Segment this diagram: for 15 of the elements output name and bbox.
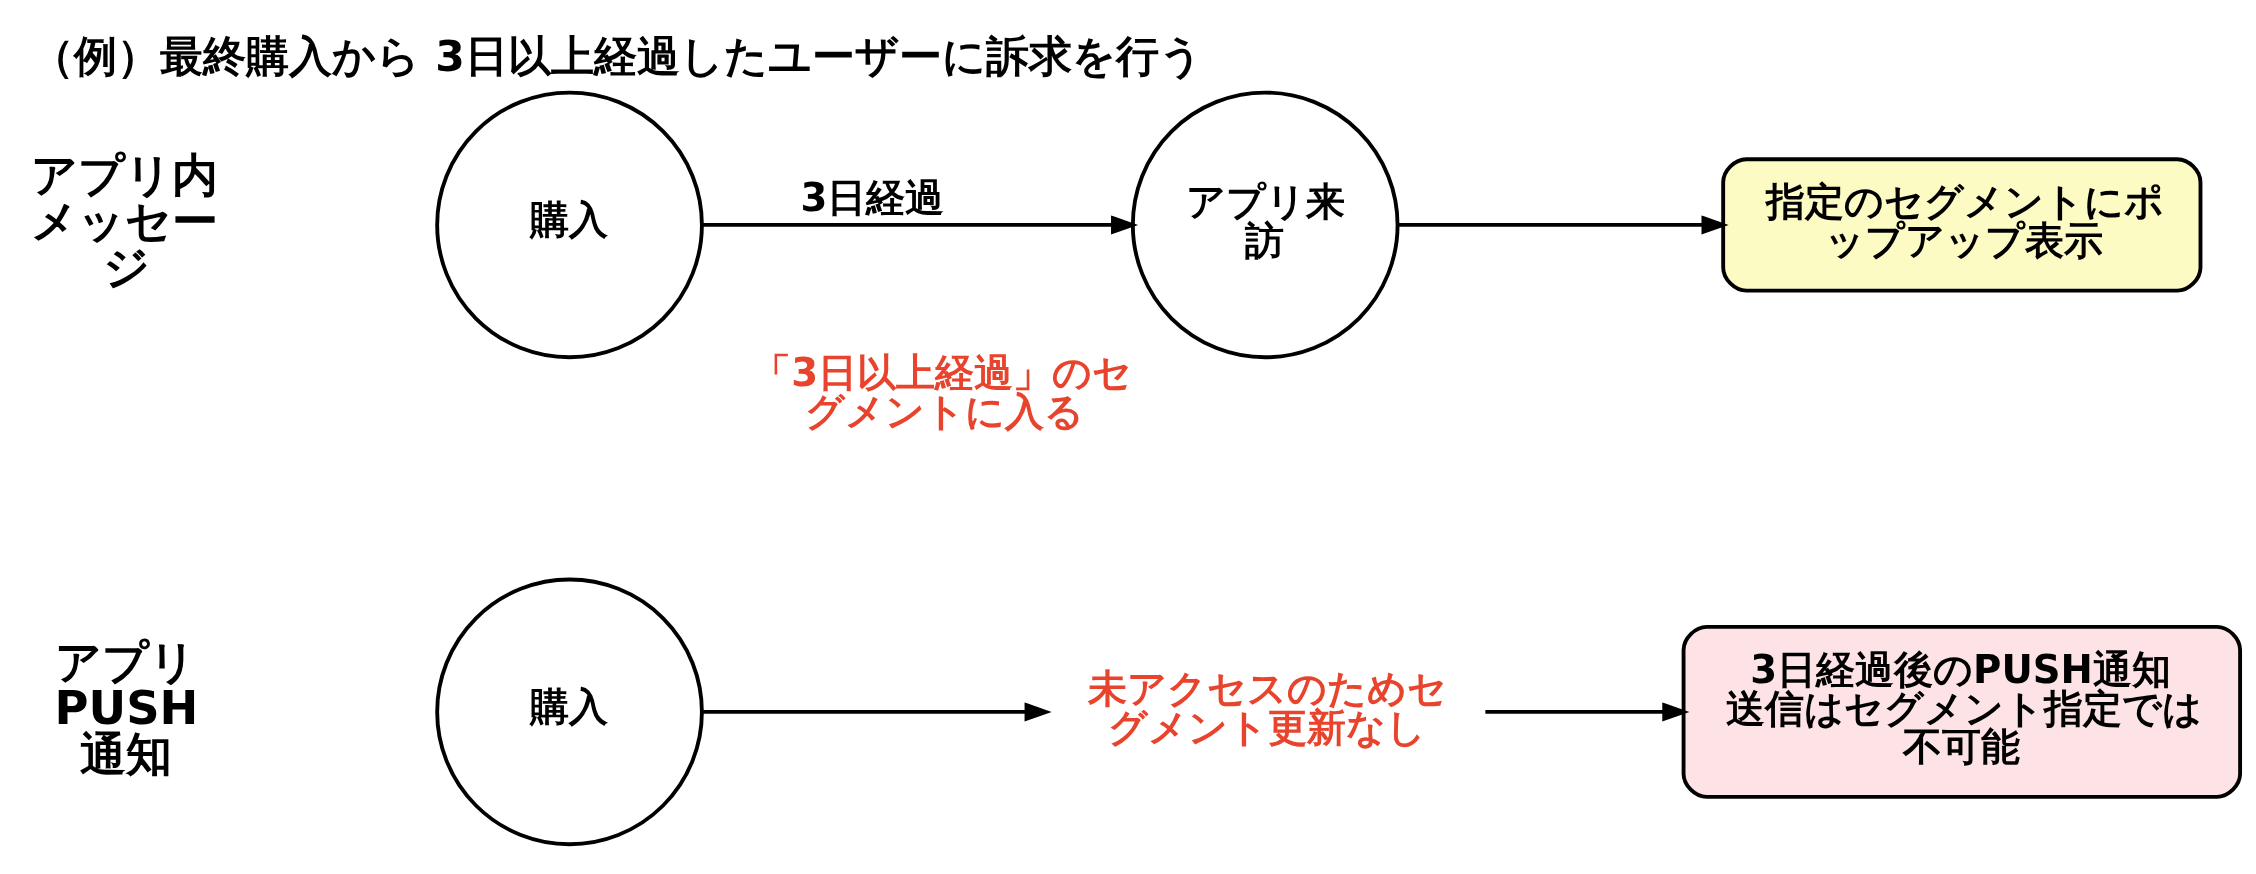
node-box: 指定のセグメントにポップアップ表示 [1721,156,2203,293]
node-box: 3日経過後のPUSH通知送信はセグメント指定では不可能 [1681,624,2243,799]
arrow [1398,214,1729,234]
node-label: 「3日以上経過」のセグメントに入る [752,349,1133,434]
node-circle: アプリ来訪 [1130,90,1400,359]
node-circle: 購入 [435,90,704,359]
node-text: 未アクセスのためセグメント更新なし [1088,665,1448,750]
arrow [1485,701,1690,721]
arrow [702,701,1052,721]
label: アプリPUSH通知 [54,634,199,781]
arrow [702,214,1139,234]
diagram-title: （例）最終購入から 3日以上経過したユーザーに訴求を行う [31,31,1203,81]
edge-label: 3日経過 [800,174,945,220]
label: アプリ内メッセージ [31,147,219,294]
node-circle: 購入 [435,577,704,846]
